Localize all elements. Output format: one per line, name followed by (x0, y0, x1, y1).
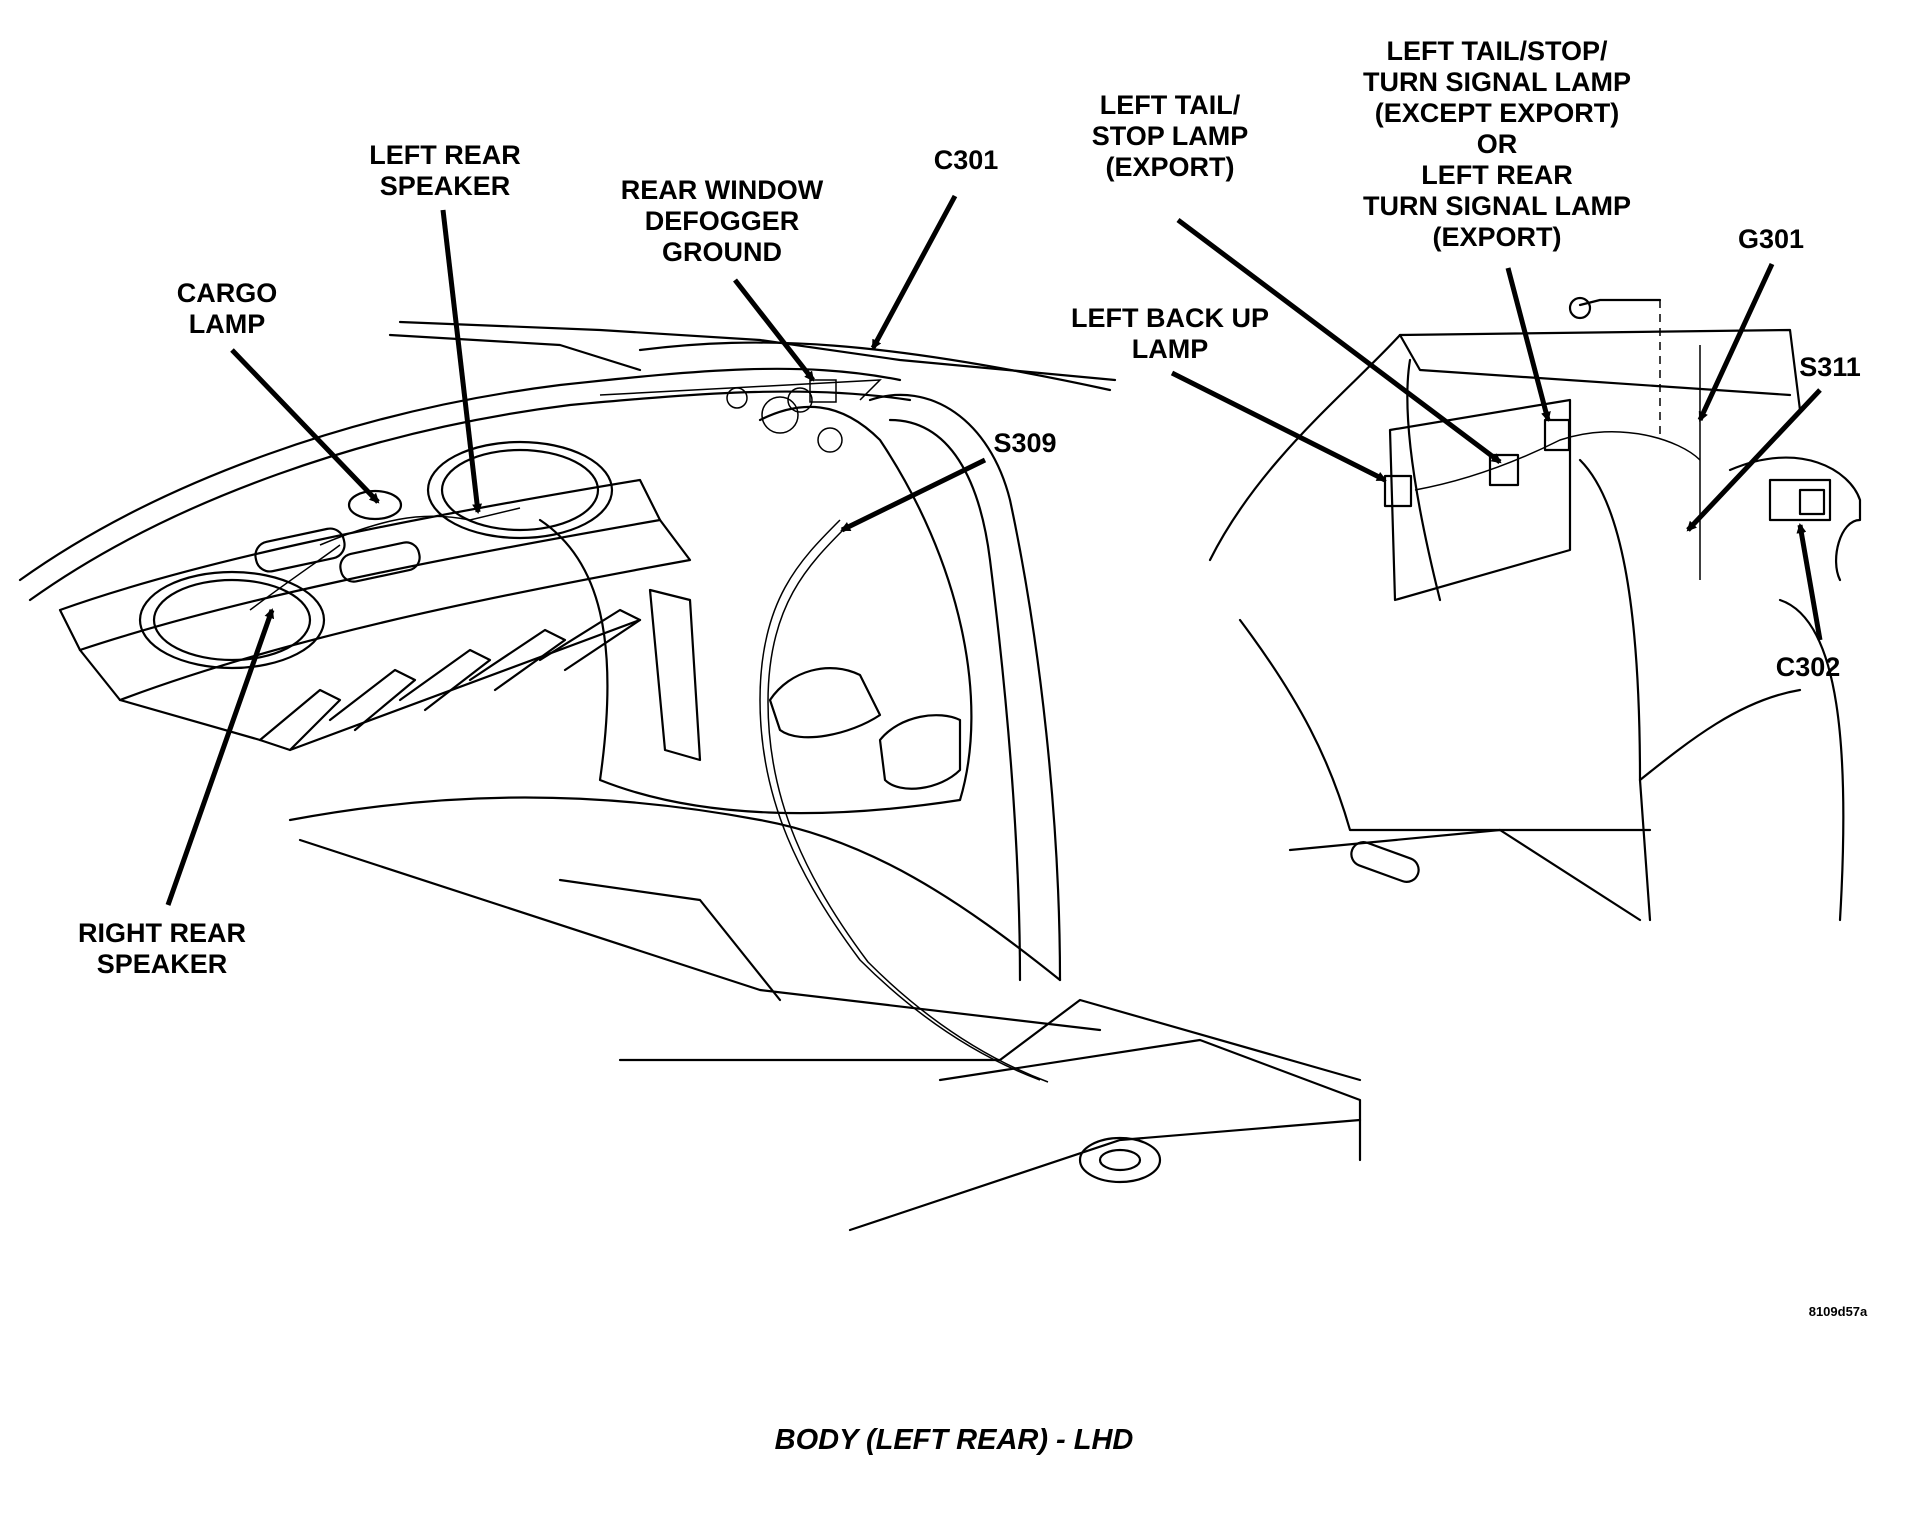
label-left-back-up-lamp: LEFT BACK UP LAMP (1071, 303, 1269, 364)
arrow-defogger-ground (733, 278, 815, 382)
arrow-left-tail-stop-export (1176, 218, 1502, 464)
figure-caption: BODY (LEFT REAR) - LHD (774, 1424, 1134, 1456)
left-view-drawing (18, 320, 1362, 1232)
label-left-rear-speaker: LEFT REAR SPEAKER (369, 140, 521, 201)
label-cargo-lamp: CARGO LAMP (176, 278, 278, 339)
label-left-tail-stop-turn-signal-lamp: LEFT TAIL/STOP/ TURN SIGNAL LAMP (EXCEPT… (1363, 36, 1631, 252)
arrow-left-back-up-lamp (1170, 370, 1387, 483)
arrow-s311 (1686, 388, 1822, 532)
arrow-c302 (1796, 523, 1823, 641)
arrow-left-rear-speaker (440, 209, 483, 514)
label-s309: S309 (993, 428, 1057, 458)
label-g301: G301 (1737, 224, 1805, 254)
arrow-cargo-lamp (230, 348, 380, 504)
label-left-tail-stop-lamp-export: LEFT TAIL/ STOP LAMP (EXPORT) (1091, 90, 1249, 182)
leader-arrows (165, 194, 1823, 906)
label-c302: C302 (1775, 652, 1841, 682)
arrow-s309 (840, 457, 987, 533)
label-rear-window-defogger-ground: REAR WINDOW DEFOGGER GROUND (620, 175, 824, 267)
arrow-c301 (870, 194, 958, 350)
arrow-right-rear-speaker (165, 608, 275, 906)
label-c301: C301 (933, 145, 999, 175)
arrow-left-tail-stop-turn (1505, 267, 1551, 422)
label-right-rear-speaker: RIGHT REAR SPEAKER (78, 918, 246, 979)
arrow-g301 (1697, 262, 1775, 422)
right-view-drawing (1208, 296, 1862, 922)
label-s311: S311 (1799, 352, 1861, 382)
figure-id: 8109d57a (1808, 1304, 1868, 1319)
